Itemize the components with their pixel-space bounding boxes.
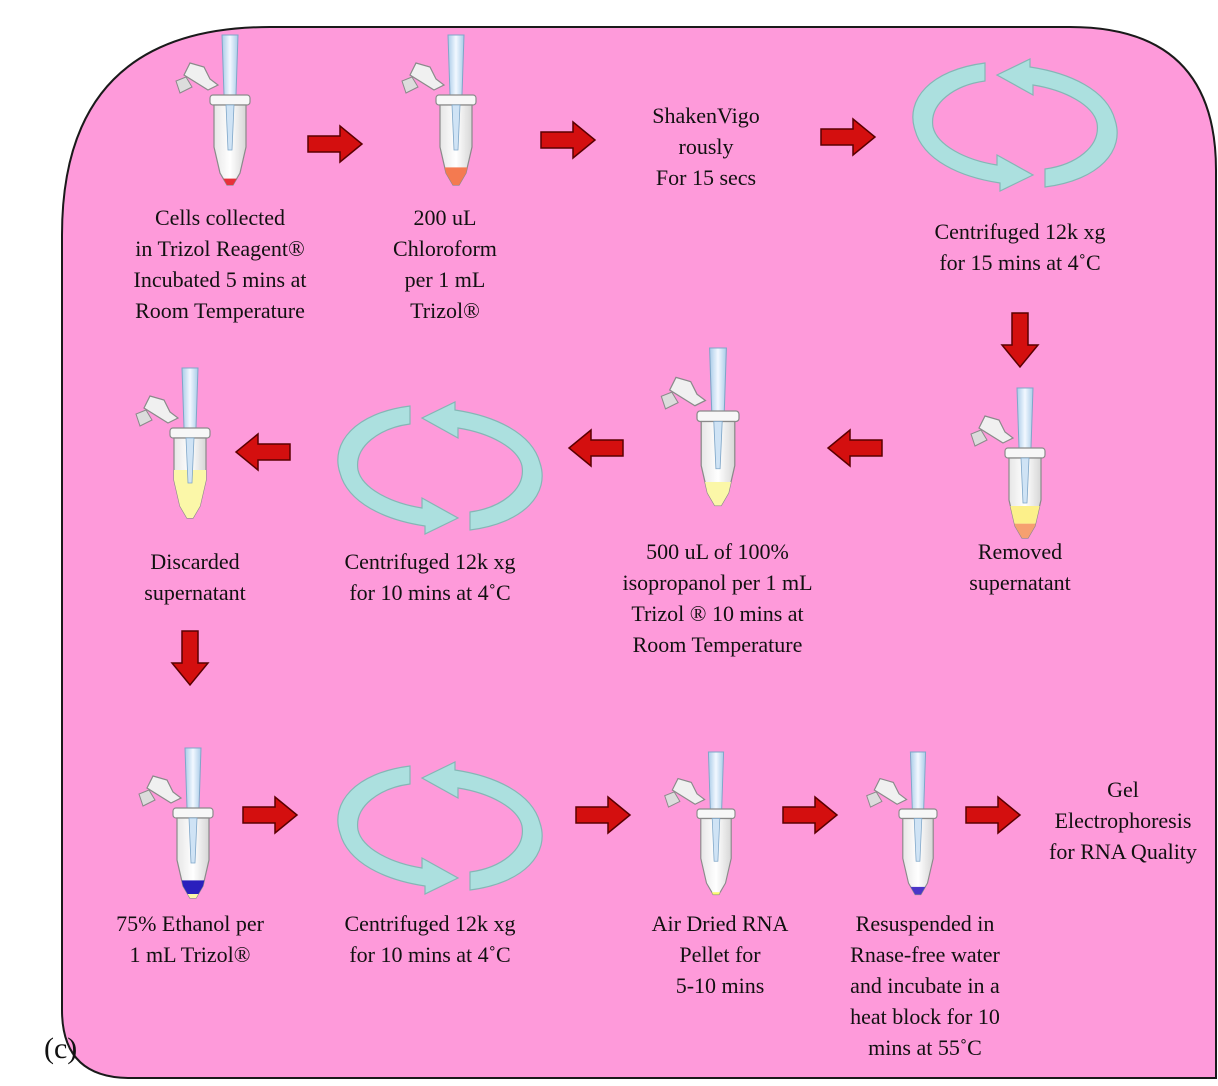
step-label-air-dried: Air Dried RNA Pellet for 5-10 mins xyxy=(615,908,825,1001)
step-label-centrifuge-15: Centrifuged 12k xg for 15 mins at 4˚C xyxy=(890,216,1150,278)
step-label-centrifuge-10-b: Centrifuged 12k xg for 10 mins at 4˚C xyxy=(305,908,555,970)
step-label-isopropanol: 500 uL of 100% isopropanol per 1 mL Triz… xyxy=(585,536,850,660)
step-label-removed-supernatant: Removed supernatant xyxy=(935,536,1105,598)
step-label-resuspended: Resuspended in Rnase-free water and incu… xyxy=(815,908,1035,1063)
panel-letter: (c) xyxy=(44,1032,77,1066)
step-label-centrifuge-10-a: Centrifuged 12k xg for 10 mins at 4˚C xyxy=(305,546,555,608)
step-label-ethanol: 75% Ethanol per 1 mL Trizol® xyxy=(80,908,300,970)
step-label-gel-electrophoresis: Gel Electrophoresis for RNA Quality xyxy=(1030,774,1216,867)
step-label-chloroform: 200 uL Chloroform per 1 mL Trizol® xyxy=(360,202,530,326)
step-label-cells-collected: Cells collected in Trizol Reagent® Incub… xyxy=(100,202,340,326)
step-label-discarded-supernatant: Discarded supernatant xyxy=(110,546,280,608)
step-label-shaken: ShakenVigo rously For 15 secs xyxy=(606,100,806,193)
